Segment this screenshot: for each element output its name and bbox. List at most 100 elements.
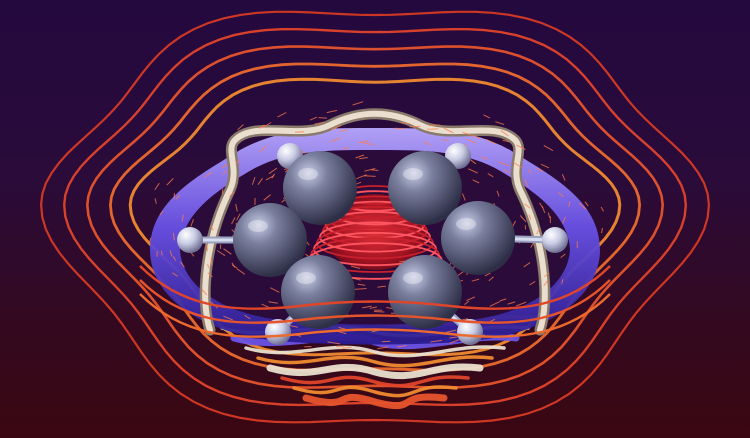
vector-arrow (468, 168, 478, 174)
vector-arrow (169, 250, 173, 257)
hydrogen-atom (457, 319, 483, 345)
vector-arrow (464, 300, 470, 305)
vector-arrow (362, 142, 374, 146)
vector-arrow (397, 345, 407, 348)
vector-arrow (516, 144, 526, 150)
vector-arrow (330, 125, 342, 131)
carbon-atom (233, 203, 307, 277)
vector-arrow (277, 112, 287, 118)
vector-arrow (543, 279, 549, 287)
cream-tube-ring (199, 108, 551, 336)
vector-arrow (263, 194, 271, 201)
vector-arrow (362, 305, 372, 309)
vector-arrow (244, 314, 251, 320)
vector-arrow (288, 324, 298, 328)
vector-arrow (356, 174, 367, 180)
front-contour-3 (139, 293, 611, 338)
vector-arrow (318, 117, 328, 119)
vector-arrow (160, 250, 163, 256)
vector-arrow (562, 216, 566, 224)
vector-arrow (206, 243, 208, 252)
vector-arrow (472, 134, 481, 140)
bowl-band-8 (292, 385, 458, 398)
vector-arrow (172, 256, 177, 261)
vector-arrow (216, 250, 226, 257)
vector-arrow (529, 280, 536, 286)
vector-arrow (524, 203, 531, 209)
vector-arrow (355, 154, 365, 159)
vector-arrow (401, 121, 409, 125)
vector-arrow (204, 171, 213, 178)
carbon-atom (388, 255, 462, 329)
vector-arrow (449, 338, 461, 344)
vector-arrow (221, 188, 224, 195)
vector-arrow (326, 109, 338, 114)
outer-contour-3 (85, 45, 665, 389)
vector-arrow (462, 193, 466, 201)
vector-arrow (484, 272, 491, 277)
outer-contour-lines (39, 10, 711, 424)
vector-arrow (210, 257, 213, 266)
vector-arrow (496, 190, 500, 197)
vector-arrow (270, 287, 280, 293)
vector-arrow (507, 301, 516, 305)
carbon-atom-shine (296, 272, 316, 284)
vector-arrow (374, 311, 385, 313)
vector-arrow (523, 262, 531, 268)
vector-arrow (381, 340, 391, 343)
vector-arrow (371, 169, 379, 171)
vector-arrow (557, 192, 564, 198)
vector-arrow (369, 306, 378, 309)
carbon-atom (281, 255, 355, 329)
hydrogen-atom (177, 227, 203, 253)
bowl-band-4 (244, 345, 506, 358)
vector-arrow (342, 146, 349, 150)
vector-arrow (446, 329, 456, 333)
vector-arrow (495, 121, 505, 125)
vector-arrow (471, 278, 480, 282)
vector-arrow (543, 144, 554, 152)
vector-arrow (222, 170, 228, 176)
vector-arrow (547, 212, 551, 219)
vector-arrow (258, 124, 265, 129)
vector-arrow (503, 169, 511, 173)
vector-arrow (536, 167, 544, 172)
vector-arrow (231, 264, 238, 269)
vector-arrow (207, 272, 213, 278)
front-contour-lines (139, 265, 611, 338)
vector-arrow (350, 265, 361, 269)
vector-arrow (377, 346, 389, 350)
vector-arrow (228, 191, 235, 198)
bowl-band-5 (256, 355, 494, 368)
vector-arrow (363, 175, 376, 177)
vector-arrow (584, 201, 589, 207)
vector-arrow (354, 288, 367, 290)
vector-arrow (314, 121, 325, 125)
vector-arrow (568, 201, 571, 207)
vector-arrow (236, 213, 241, 221)
carbon-atom-shine (456, 218, 476, 230)
vector-arrow (154, 182, 160, 191)
coil-loop-7 (322, 216, 428, 246)
vector-arrow (516, 301, 527, 307)
front-contour-2 (139, 279, 611, 324)
vector-arrow (357, 283, 366, 286)
vector-arrow (235, 203, 238, 212)
vector-arrow (578, 202, 587, 210)
vector-arrow (480, 156, 488, 160)
vector-arrow (483, 114, 491, 119)
vector-arrow (251, 177, 256, 185)
vector-arrow (487, 173, 494, 178)
vector-arrow (498, 161, 510, 166)
hydrogen-atoms (177, 143, 568, 345)
vector-arrow (441, 138, 449, 142)
vector-arrow (430, 339, 442, 343)
vector-arrow (257, 177, 263, 185)
vector-arrow (443, 127, 454, 134)
bowl-band-9 (302, 393, 448, 410)
vector-arrow (190, 219, 194, 227)
vector-arrow (489, 301, 501, 307)
outer-contour-5 (128, 77, 622, 357)
vector-arrow (462, 131, 472, 136)
